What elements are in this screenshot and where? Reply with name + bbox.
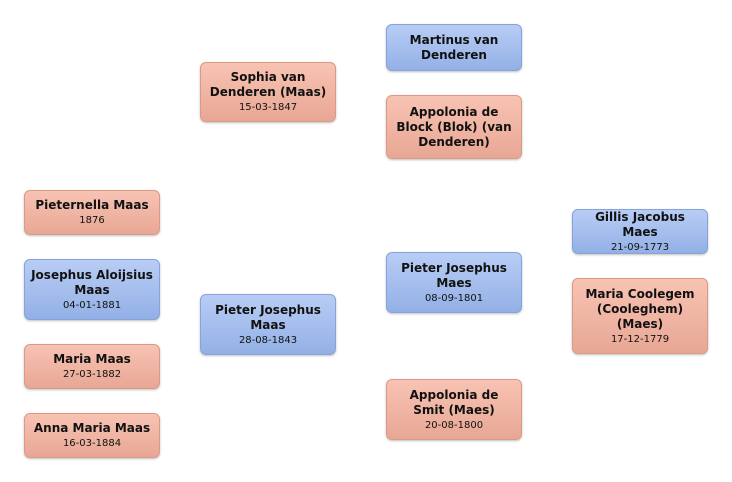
person-date: 04-01-1881 [62, 299, 122, 311]
person-card-appolonia-de-smit[interactable]: Appolonia de Smit (Maes) 20-08-1800 [386, 379, 522, 440]
person-date: 08-09-1801 [424, 292, 484, 304]
person-name: Sophia van Denderen (Maas) [209, 70, 327, 99]
person-name: Pieter Josephus Maes [401, 260, 507, 290]
person-name: Maria Coolegem (Cooleghem) (Maes) [585, 286, 695, 331]
person-card-appolonia-de-block[interactable]: Appolonia de Block (Blok) (van Denderen) [386, 95, 522, 159]
person-card-pieternella-maas[interactable]: Pieternella Maas 1876 [24, 190, 160, 235]
person-date: 27-03-1882 [62, 369, 122, 380]
person-card-pieter-josephus-maas-1843[interactable]: Pieter Josephus Maas 28-08-1843 [200, 294, 336, 355]
person-date: 20-08-1800 [424, 419, 484, 431]
person-date: 16-03-1884 [62, 438, 122, 449]
person-date: 15-03-1847 [238, 102, 298, 113]
person-card-gillis-jacobus-maes[interactable]: Gillis Jacobus Maes 21-09-1773 [572, 209, 708, 254]
person-name: Maria Maas [53, 352, 131, 366]
person-date: 1876 [79, 215, 105, 226]
person-date: 28-08-1843 [238, 334, 298, 346]
person-card-martinus-van-denderen[interactable]: Martinus van Denderen [386, 24, 522, 71]
person-card-maria-maas[interactable]: Maria Maas 27-03-1882 [24, 344, 160, 389]
person-date: 17-12-1779 [610, 333, 670, 345]
person-name: Appolonia de Block (Blok) (van Denderen) [396, 104, 512, 149]
person-name: Anna Maria Maas [33, 421, 151, 435]
person-name: Gillis Jacobus Maes [595, 209, 685, 239]
person-card-sophia-van-denderen[interactable]: Sophia van Denderen (Maas) 15-03-1847 [200, 62, 336, 122]
person-date: 21-09-1773 [610, 241, 670, 253]
person-card-anna-maria-maas[interactable]: Anna Maria Maas 16-03-1884 [24, 413, 160, 458]
person-name: Josephus Aloijsius Maas [31, 267, 153, 297]
person-name: Pieternella Maas [35, 198, 149, 212]
person-card-maria-coolegem[interactable]: Maria Coolegem (Cooleghem) (Maes) 17-12-… [572, 278, 708, 354]
person-name: Martinus van Denderen [409, 32, 499, 62]
person-name: Appolonia de Smit (Maes) [409, 387, 499, 417]
person-card-pieter-josephus-maes-1801[interactable]: Pieter Josephus Maes 08-09-1801 [386, 252, 522, 313]
person-name: Pieter Josephus Maas [215, 302, 321, 332]
person-card-josephus-aloijsius-maas[interactable]: Josephus Aloijsius Maas 04-01-1881 [24, 259, 160, 320]
